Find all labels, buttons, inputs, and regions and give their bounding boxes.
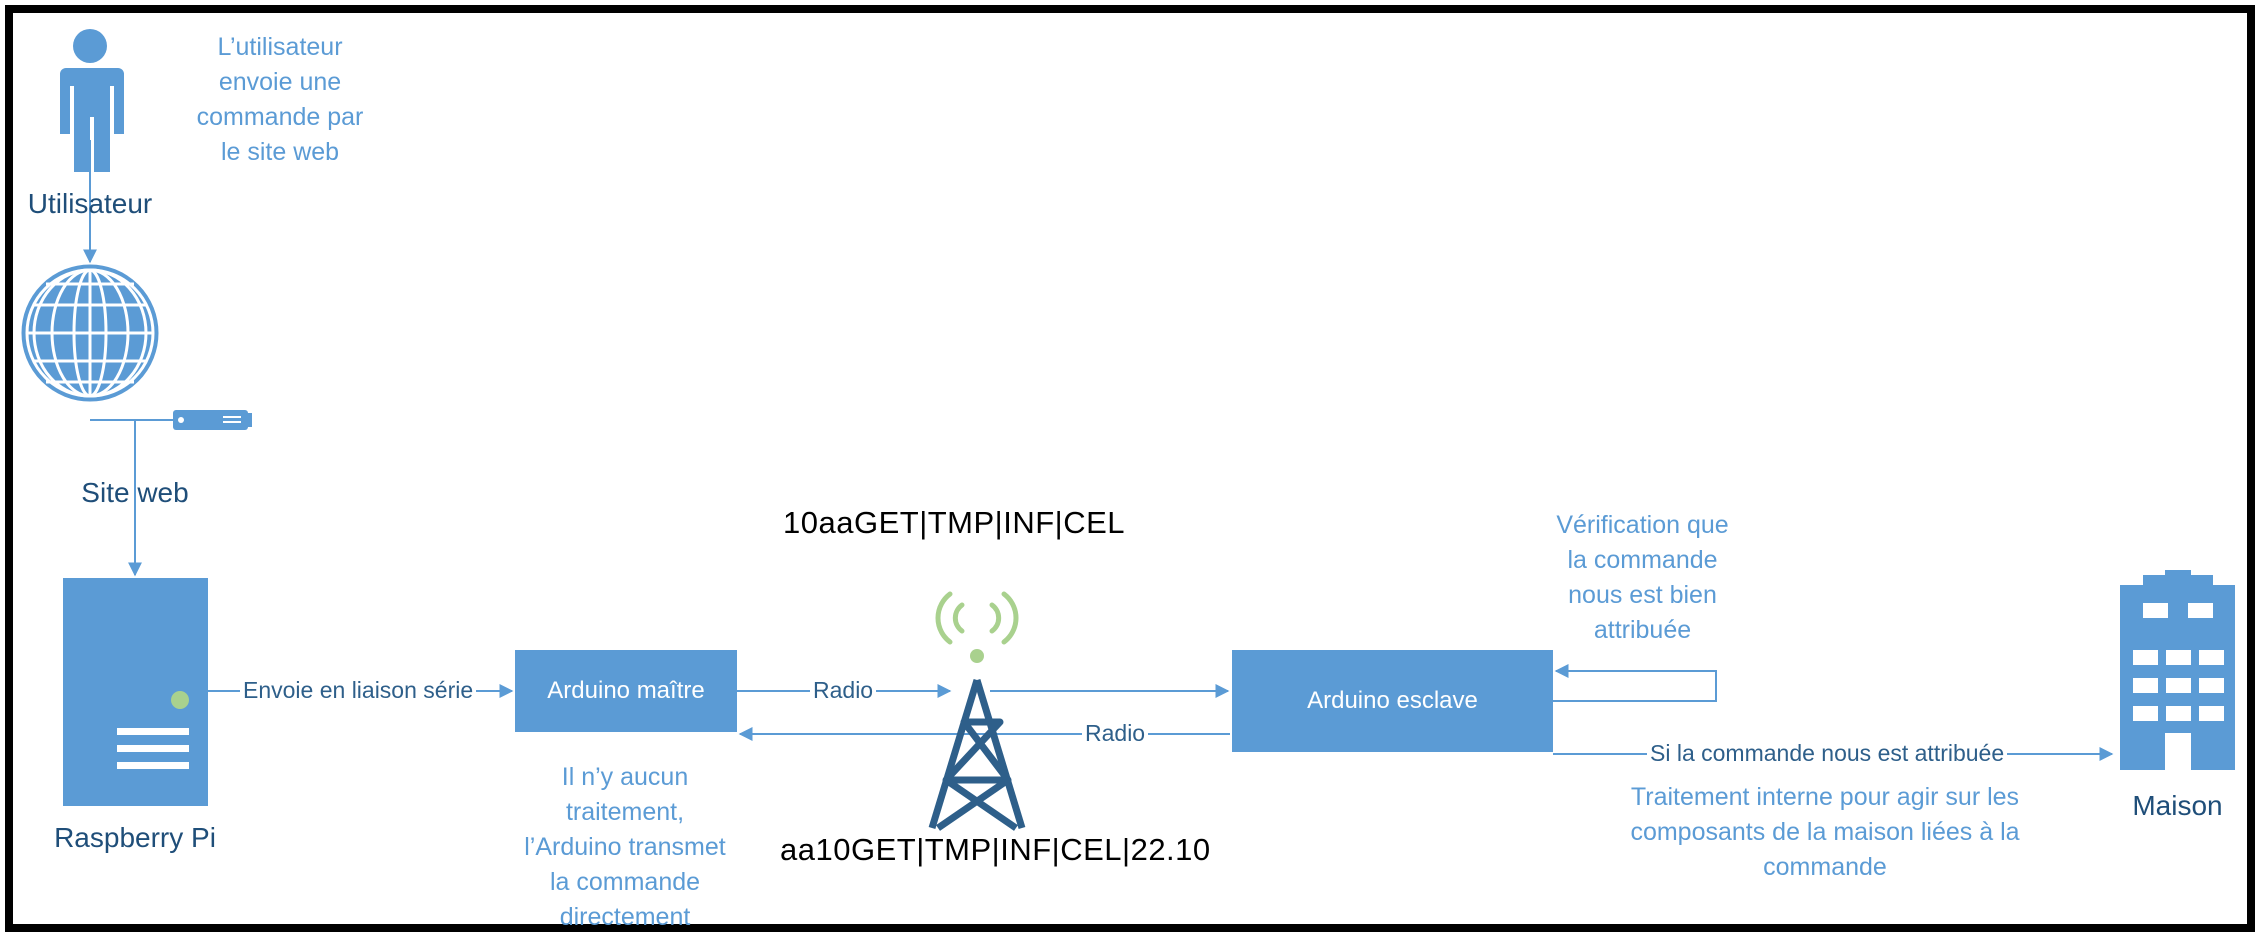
globe-icon <box>21 264 159 402</box>
user-note-line: commande par <box>196 103 364 131</box>
website-label: Site web <box>81 477 189 508</box>
internal-note-line: commande <box>1763 853 1887 881</box>
request-message: 10aaGET|TMP|INF|CEL <box>783 505 1126 540</box>
radio-back-label: Radio <box>1082 720 1149 747</box>
arduino-slave-box: Arduino esclave <box>1232 650 1553 752</box>
user-icon <box>60 29 124 172</box>
internal-note: Traitement interne pour agir sur les com… <box>1585 780 2065 885</box>
verify-note: Vérification que la commande nous est bi… <box>1525 508 1760 648</box>
assigned-edge-label: Si la commande nous est attribuée <box>1647 740 2008 767</box>
raspberry-server-icon <box>63 578 208 806</box>
diagram-frame <box>5 5 2255 932</box>
user-note-line: envoie une <box>218 68 342 96</box>
arduino-master-box: Arduino maître <box>515 650 737 732</box>
user-note: L’utilisateur envoie une commande par le… <box>180 30 380 170</box>
user-label: Utilisateur <box>27 188 153 219</box>
internal-note-line: Traitement interne pour agir sur les <box>1630 783 2020 811</box>
verify-note-line: Vérification que <box>1556 511 1729 539</box>
user-note-line: L’utilisateur <box>217 33 343 61</box>
user-note-line: le site web <box>220 138 340 166</box>
radio-out-label: Radio <box>810 677 877 704</box>
raspberry-label: Raspberry Pi <box>54 822 216 853</box>
building-icon <box>2120 570 2235 770</box>
verify-note-line: nous est bien <box>1568 581 1717 609</box>
response-message: aa10GET|TMP|INF|CEL|22.10 <box>780 832 1211 867</box>
verify-note-line: attribuée <box>1593 616 1692 644</box>
server-icon <box>90 410 252 430</box>
master-note-line: la commande <box>549 868 701 896</box>
internal-note-line: composants de la maison liées à la <box>1630 818 2020 846</box>
serial-link-label: Envoie en liaison série <box>240 677 477 704</box>
antenna-tower-icon <box>928 591 1026 831</box>
master-note: Il n’y aucun traitement, l’Arduino trans… <box>500 760 750 935</box>
master-note-line: directement <box>559 903 691 931</box>
master-note-line: Il n’y aucun <box>561 763 689 791</box>
verify-note-line: la commande <box>1567 546 1718 574</box>
house-label: Maison <box>2132 790 2223 821</box>
master-note-line: l’Arduino transmet <box>524 833 726 861</box>
master-note-line: traitement, <box>565 798 685 826</box>
